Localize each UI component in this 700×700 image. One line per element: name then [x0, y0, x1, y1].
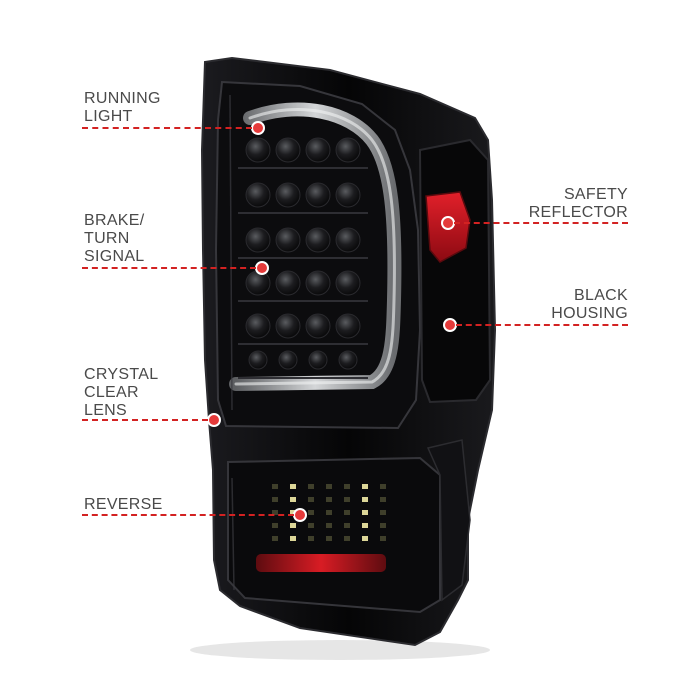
callout-line-reverse: [82, 514, 294, 516]
led-bulb: [305, 270, 331, 296]
callout-line-black-housing: [456, 324, 628, 326]
reverse-led-chip: [326, 510, 332, 515]
lower-side-panel: [426, 439, 471, 602]
label-brake-turn-signal: BRAKE/ TURN SIGNAL: [84, 212, 145, 265]
housing-side-wing: [418, 138, 492, 404]
led-bulb: [248, 350, 268, 370]
led-array: [238, 137, 368, 379]
reverse-led-chip: [380, 497, 386, 502]
led-bulb: [275, 227, 301, 253]
reverse-led-chip: [344, 510, 350, 515]
reverse-led-chip: [362, 484, 368, 489]
reverse-led-chip: [380, 484, 386, 489]
led-bulb: [305, 227, 331, 253]
reverse-led-chip: [290, 536, 296, 541]
led-bulb: [245, 182, 271, 208]
led-bulb: [335, 227, 361, 253]
reverse-led-chip: [326, 523, 332, 528]
lower-red-bar: [256, 554, 386, 572]
led-bulb: [305, 137, 331, 163]
label-black-housing: BLACK HOUSING: [551, 287, 628, 322]
reverse-led-chip: [272, 523, 278, 528]
reverse-led-chip: [272, 510, 278, 515]
reverse-led-chip: [272, 497, 278, 502]
reverse-led-chip: [290, 523, 296, 528]
callout-line-safety-reflector: [454, 222, 628, 224]
drop-shadow: [190, 640, 490, 660]
callout-dot-crystal-lens: [207, 413, 221, 427]
reverse-led-chip: [380, 536, 386, 541]
reverse-led-chip: [380, 523, 386, 528]
reverse-led-chip: [308, 523, 314, 528]
led-bulb: [245, 137, 271, 163]
reverse-led-chip: [362, 510, 368, 515]
reverse-led-chip: [290, 484, 296, 489]
reverse-led-chip: [290, 497, 296, 502]
reverse-led-grid: [272, 484, 386, 541]
callout-dot-reverse: [293, 508, 307, 522]
led-bulb: [275, 313, 301, 339]
led-bulb: [275, 182, 301, 208]
reverse-led-chip: [308, 484, 314, 489]
reverse-led-chip: [362, 536, 368, 541]
reverse-led-chip: [308, 510, 314, 515]
lower-lens-frame: [227, 456, 441, 614]
reverse-led-chip: [344, 523, 350, 528]
led-bulb: [335, 313, 361, 339]
led-bulb: [245, 270, 271, 296]
led-bulb: [275, 137, 301, 163]
reverse-led-chip: [344, 484, 350, 489]
reverse-led-chip: [362, 497, 368, 502]
reverse-led-chip: [290, 510, 296, 515]
reverse-led-chip: [272, 484, 278, 489]
reverse-led-chip: [272, 536, 278, 541]
led-bulb: [338, 350, 358, 370]
label-safety-reflector: SAFETY REFLECTOR: [528, 186, 628, 221]
callout-dot-black-housing: [443, 318, 457, 332]
reverse-led-chip: [308, 497, 314, 502]
reverse-led-chip: [362, 523, 368, 528]
reverse-led-chip: [326, 536, 332, 541]
label-reverse: REVERSE: [84, 496, 163, 513]
callout-dots: [207, 121, 457, 522]
led-bulb: [305, 313, 331, 339]
reverse-led-chip: [344, 536, 350, 541]
callout-dot-safety-reflector: [441, 216, 455, 230]
reverse-led-chip: [380, 510, 386, 515]
reverse-led-chip: [344, 497, 350, 502]
led-bulb: [305, 182, 331, 208]
led-bulb: [275, 270, 301, 296]
led-bulb: [245, 227, 271, 253]
led-bulb: [308, 350, 328, 370]
label-running-light: RUNNING LIGHT: [84, 90, 161, 125]
callout-line-running-light: [82, 127, 252, 129]
label-crystal-clear-lens: CRYSTAL CLEAR LENS: [84, 366, 159, 419]
reverse-led-chip: [326, 497, 332, 502]
led-bulb: [335, 270, 361, 296]
callout-dot-brake-turn: [255, 261, 269, 275]
callout-line-brake-turn: [82, 267, 256, 269]
reverse-led-chip: [308, 536, 314, 541]
led-bulb: [335, 137, 361, 163]
led-bulb: [278, 350, 298, 370]
led-bulb: [245, 313, 271, 339]
led-bulb: [335, 182, 361, 208]
reverse-led-chip: [326, 484, 332, 489]
callout-dot-running-light: [251, 121, 265, 135]
callout-line-crystal-lens: [82, 419, 208, 421]
